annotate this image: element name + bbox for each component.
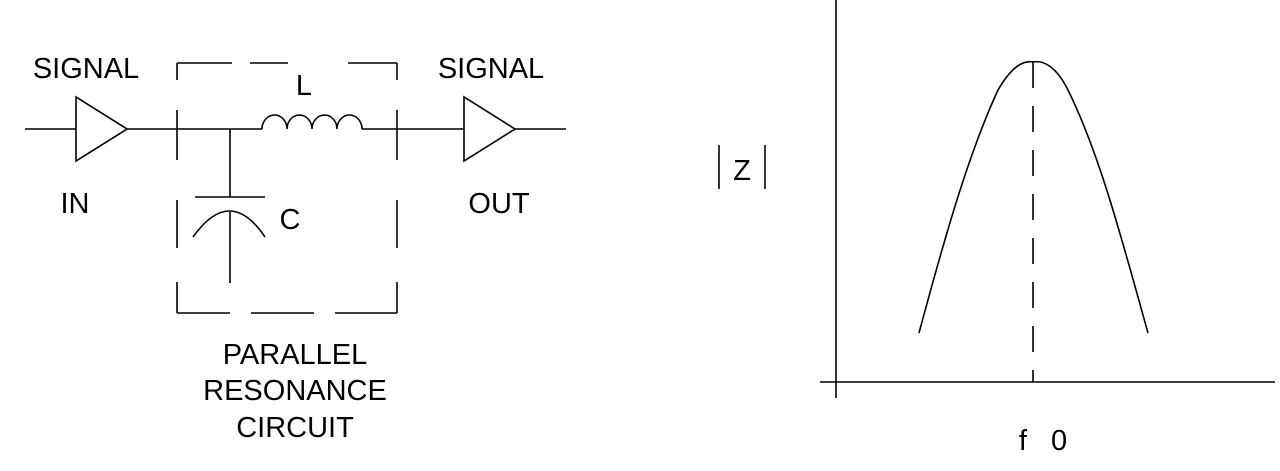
y-axis-label: Z	[733, 155, 751, 187]
signal-out-label-bottom: OUT	[468, 188, 530, 220]
signal-in-label-bottom: IN	[61, 188, 90, 220]
caption-line-2: RESONANCE	[203, 375, 387, 407]
input-buffer-icon	[75, 95, 129, 163]
capacitor-label: C	[280, 204, 301, 236]
signal-in-label-top: SIGNAL	[33, 53, 139, 85]
resonance-circuit-box	[176, 62, 398, 314]
output-buffer-icon	[463, 95, 517, 163]
signal-out-label-top: SIGNAL	[438, 53, 544, 85]
capacitor-plate-bottom	[192, 210, 266, 238]
caption-line-1: PARALLEL	[223, 339, 368, 371]
impedance-graph: Z f 0	[718, 0, 1275, 457]
inductor-icon	[261, 114, 363, 130]
caption-line-3: CIRCUIT	[236, 412, 354, 444]
x-marker-label: f 0	[1019, 425, 1067, 457]
inductor-label: L	[296, 70, 312, 102]
circuit-diagram: SIGNAL IN SIGNAL OUT L C PARALLEL RESONA…	[25, 53, 566, 444]
